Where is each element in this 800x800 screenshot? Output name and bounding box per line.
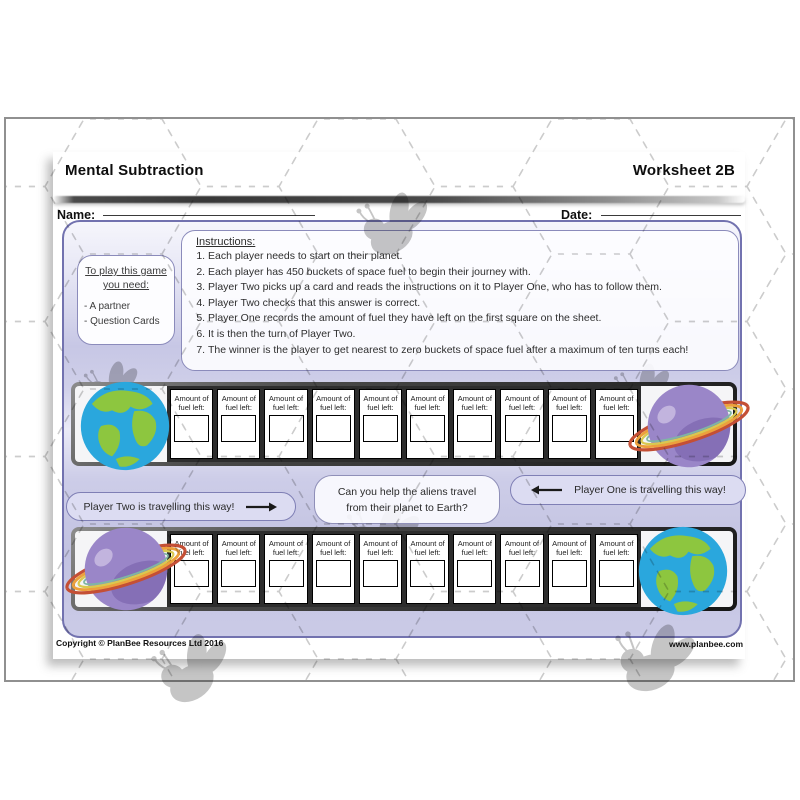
instruction-item: Each player needs to start on their plan… bbox=[208, 249, 738, 265]
fuel-answer-box bbox=[315, 415, 351, 442]
materials-heading: To play this game you need: bbox=[85, 265, 167, 291]
fuel-answer-box bbox=[268, 415, 304, 442]
fuel-cell-label: Amount of fuel left: bbox=[410, 394, 445, 412]
fuel-cell: Amount of fuel left: bbox=[311, 389, 355, 459]
instructions-box: Instructions: Each player needs to start… bbox=[181, 230, 739, 371]
fuel-cell: Amount of fuel left: bbox=[170, 389, 214, 459]
materials-list: - A partner - Question Cards bbox=[78, 299, 174, 329]
fuel-cells-row-bottom: Amount of fuel left: Amount of fuel left:… bbox=[167, 531, 641, 607]
fuel-cell: Amount of fuel left: bbox=[264, 389, 308, 459]
question-bubble: Can you help the aliens travel from thei… bbox=[314, 475, 500, 524]
fuel-answer-box bbox=[362, 560, 398, 587]
fuel-answer-box bbox=[551, 560, 587, 587]
earth-planet-icon bbox=[79, 380, 171, 472]
fuel-cell-label: Amount of fuel left: bbox=[221, 539, 256, 557]
worksheet-page: Mental Subtraction Worksheet 2B Name: Da… bbox=[53, 152, 745, 659]
instruction-item: Each player has 450 buckets of space fue… bbox=[208, 265, 738, 281]
right-arrow-icon bbox=[246, 502, 278, 511]
fuel-cell: Amount of fuel left: bbox=[500, 534, 544, 604]
fuel-answer-box bbox=[504, 560, 540, 587]
fuel-cell-label: Amount of fuel left: bbox=[174, 394, 209, 412]
fuel-answer-box bbox=[362, 415, 398, 442]
fuel-answer-box bbox=[410, 415, 446, 442]
ringed-planet-icon bbox=[51, 517, 201, 621]
instruction-item: Player One records the amount of fuel th… bbox=[208, 311, 738, 327]
ringed-planet-icon bbox=[614, 374, 764, 478]
fuel-cell: Amount of fuel left: bbox=[311, 534, 355, 604]
instructions-list: Each player needs to start on their plan… bbox=[182, 249, 738, 358]
fuel-cell-label: Amount of fuel left: bbox=[268, 539, 304, 557]
fuel-answer-box bbox=[174, 415, 210, 442]
fuel-answer-box bbox=[504, 415, 540, 442]
fuel-cell-label: Amount of fuel left: bbox=[457, 539, 492, 557]
date-line bbox=[601, 202, 741, 216]
instruction-item: Player Two picks up a card and reads the… bbox=[208, 280, 738, 296]
fuel-answer-box bbox=[268, 560, 304, 587]
fuel-cell: Amount of fuel left: bbox=[217, 534, 261, 604]
fuel-cell-label: Amount of fuel left: bbox=[316, 539, 351, 557]
left-arrow-icon bbox=[531, 485, 563, 495]
fuel-answer-box bbox=[315, 560, 351, 587]
preview-frame: Mental Subtraction Worksheet 2B Name: Da… bbox=[4, 117, 795, 682]
earth-planet-icon bbox=[637, 525, 729, 617]
website-text: www.planbee.com bbox=[669, 639, 743, 649]
fuel-cell: Amount of fuel left: bbox=[264, 534, 308, 604]
player-two-direction-bubble: Player Two is travelling this way! bbox=[66, 492, 296, 521]
instructions-heading: Instructions: bbox=[196, 236, 256, 248]
instruction-item: Player Two checks that this answer is co… bbox=[208, 296, 738, 312]
fuel-answer-box bbox=[457, 560, 493, 587]
fuel-cell-label: Amount of fuel left: bbox=[268, 394, 304, 412]
fuel-answer-box bbox=[551, 415, 587, 442]
fuel-answer-box bbox=[598, 560, 634, 587]
page-title: Mental Subtraction bbox=[65, 162, 204, 179]
fuel-cell-label: Amount of fuel left: bbox=[363, 539, 398, 557]
fuel-cell-label: Amount of fuel left: bbox=[504, 539, 540, 557]
fuel-cell-label: Amount of fuel left: bbox=[363, 394, 398, 412]
fuel-cell-label: Amount of fuel left: bbox=[599, 539, 634, 557]
fuel-answer-box bbox=[221, 415, 257, 442]
fuel-cell-label: Amount of fuel left: bbox=[316, 394, 351, 412]
game-panel: To play this game you need: - A partner-… bbox=[62, 220, 742, 638]
question-line1: Can you help the aliens travel bbox=[337, 486, 477, 498]
fuel-answer-box bbox=[457, 415, 493, 442]
instruction-item: The winner is the player to get nearest … bbox=[208, 343, 738, 359]
game-track-top: Amount of fuel left: Amount of fuel left:… bbox=[71, 382, 737, 466]
fuel-cells-row-top: Amount of fuel left: Amount of fuel left:… bbox=[167, 386, 641, 462]
fuel-cell: Amount of fuel left: bbox=[453, 389, 497, 459]
fuel-answer-box bbox=[221, 560, 257, 587]
fuel-cell: Amount of fuel left: bbox=[453, 534, 497, 604]
player-one-direction-label: Player One is travelling this way! bbox=[574, 484, 726, 496]
fuel-cell: Amount of fuel left: bbox=[217, 389, 261, 459]
name-line bbox=[103, 202, 315, 216]
player-two-direction-label: Player Two is travelling this way! bbox=[83, 500, 235, 513]
fuel-cell: Amount of fuel left: bbox=[547, 534, 591, 604]
worksheet-number: Worksheet 2B bbox=[632, 162, 735, 179]
fuel-cell: Amount of fuel left: bbox=[406, 534, 450, 604]
fuel-cell-label: Amount of fuel left: bbox=[552, 539, 587, 557]
material-item: - Question Cards bbox=[84, 316, 160, 327]
fuel-cell-label: Amount of fuel left: bbox=[410, 539, 445, 557]
fuel-cell-label: Amount of fuel left: bbox=[221, 394, 256, 412]
question-line2: from their planet to Earth? bbox=[346, 502, 468, 514]
fuel-cell: Amount of fuel left: bbox=[406, 389, 450, 459]
materials-box: To play this game you need: - A partner-… bbox=[77, 255, 175, 345]
player-one-direction-bubble: Player One is travelling this way! bbox=[510, 475, 746, 505]
fuel-cell: Amount of fuel left: bbox=[547, 389, 591, 459]
fuel-cell-label: Amount of fuel left: bbox=[552, 394, 587, 412]
fuel-cell: Amount of fuel left: bbox=[594, 534, 639, 604]
instruction-item: It is then the turn of Player Two. bbox=[208, 327, 738, 343]
material-item: - A partner bbox=[84, 301, 131, 312]
fuel-cell-label: Amount of fuel left: bbox=[504, 394, 540, 412]
fuel-answer-box bbox=[410, 560, 446, 587]
copyright-text: Copyright © PlanBee Resources Ltd 2016 bbox=[56, 638, 224, 648]
game-track-bottom: Amount of fuel left: Amount of fuel left:… bbox=[71, 527, 737, 611]
fuel-cell: Amount of fuel left: bbox=[358, 534, 403, 604]
fuel-cell-label: Amount of fuel left: bbox=[457, 394, 492, 412]
fuel-cell: Amount of fuel left: bbox=[358, 389, 403, 459]
fuel-cell: Amount of fuel left: bbox=[500, 389, 544, 459]
